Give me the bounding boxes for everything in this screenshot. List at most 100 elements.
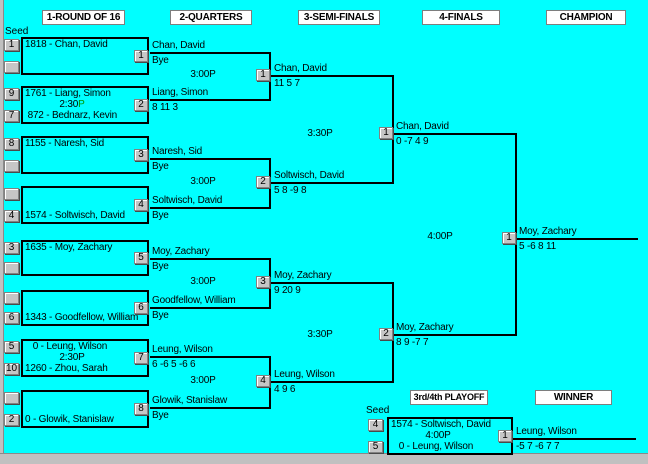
column-header-quarters: 2-QUARTERS <box>170 10 252 25</box>
match-box[interactable] <box>21 390 149 428</box>
champion-name: Moy, Zachary <box>519 226 577 237</box>
bracket-line <box>150 99 271 101</box>
match-number-button[interactable]: 4 <box>256 375 270 387</box>
bracket-entry-result: Bye <box>152 261 169 272</box>
match-number-button[interactable]: 1 <box>502 232 516 244</box>
bracket-line <box>150 52 271 54</box>
player-name: 872 - Bednarz, Kevin <box>25 110 118 121</box>
match-number-button[interactable]: 1 <box>379 127 393 139</box>
match-time: 2:30P <box>21 352 123 364</box>
seed-button[interactable] <box>4 392 19 404</box>
seed-button[interactable]: 8 <box>4 138 19 150</box>
bracket-connector <box>269 158 271 209</box>
seed-button[interactable]: 10 <box>4 363 19 375</box>
bracket-entry-result: 8 11 3 <box>152 102 178 113</box>
bracket-line <box>271 75 394 77</box>
seed-button[interactable] <box>4 188 19 200</box>
bracket-line <box>517 238 638 240</box>
seed-button[interactable]: 9 <box>4 88 19 100</box>
column-header-semi-finals: 3-SEMI-FINALS <box>298 10 380 25</box>
match-box[interactable] <box>21 240 149 276</box>
match-number-button[interactable]: 8 <box>134 403 148 415</box>
column-header-finals: 4-FINALS <box>422 10 500 25</box>
player-name: 0 - Leung, Wilson <box>25 341 108 352</box>
match-number-button[interactable]: 1 <box>256 69 270 81</box>
column-header-round-of-16: 1-ROUND OF 16 <box>42 10 125 25</box>
bracket-entry-name: Chan, David <box>274 63 327 74</box>
match-box[interactable] <box>21 339 149 377</box>
player-name: 1574 - Soltwisch, David <box>391 419 491 430</box>
bracket-entry-result: Bye <box>152 55 169 66</box>
bracket-entry-name: Leung, Wilson <box>152 344 213 355</box>
bracket-connector <box>392 75 394 184</box>
bracket-line <box>150 307 271 309</box>
playoff-winner-name: Leung, Wilson <box>516 426 577 437</box>
player-name: 1818 - Chan, David <box>25 39 108 50</box>
match-time: 3:00P <box>190 276 216 287</box>
seed-button[interactable]: 4 <box>368 419 383 431</box>
seed-button[interactable]: 5 <box>368 441 383 453</box>
bracket-connector <box>269 258 271 309</box>
match-time: 4:00P <box>427 231 453 242</box>
seed-button[interactable] <box>4 160 19 172</box>
seed-button[interactable]: 3 <box>4 242 19 254</box>
seed-button[interactable]: 2 <box>4 414 19 426</box>
seed-button[interactable] <box>4 61 19 73</box>
bottom-window-edge <box>0 453 648 464</box>
bracket-entry-result: 5 8 -9 8 <box>274 185 307 196</box>
match-box[interactable] <box>21 86 149 124</box>
bracket-entry-name: Moy, Zachary <box>152 246 210 257</box>
match-number-button[interactable]: 5 <box>134 252 148 264</box>
bracket-line <box>150 207 271 209</box>
match-time: 3:30P <box>307 128 333 139</box>
bracket-entry-name: Glowik, Stanislaw <box>152 395 227 406</box>
bracket-entry-result: 8 9 -7 7 <box>396 337 429 348</box>
seed-button[interactable]: 6 <box>4 312 19 324</box>
bracket-entry-name: Chan, David <box>396 121 449 132</box>
match-time: 3:30P <box>307 329 333 340</box>
match-number-button[interactable]: 4 <box>134 199 148 211</box>
match-number-button[interactable]: 3 <box>256 276 270 288</box>
bracket-line <box>394 334 517 336</box>
seed-button[interactable] <box>4 262 19 274</box>
match-number-button[interactable]: 1 <box>134 50 148 62</box>
match-time-value: 2:30 <box>59 99 79 110</box>
match-number-button[interactable]: 3 <box>134 149 148 161</box>
match-time-flag: P <box>78 99 85 110</box>
seed-button[interactable]: 5 <box>4 341 19 353</box>
bracket-line <box>271 182 394 184</box>
seed-button[interactable]: 7 <box>4 110 19 122</box>
bracket-line <box>394 133 517 135</box>
match-number-button[interactable]: 2 <box>134 99 148 111</box>
seed-button[interactable]: 4 <box>4 210 19 222</box>
column-header-playoff: 3rd/4th PLAYOFF <box>410 390 488 405</box>
match-number-button[interactable]: 7 <box>134 352 148 364</box>
match-box[interactable] <box>21 37 149 75</box>
seed-button[interactable] <box>4 292 19 304</box>
bracket-connector <box>269 356 271 409</box>
seed-button[interactable]: 1 <box>4 39 19 51</box>
bracket-entry-result: 4 9 6 <box>274 384 296 395</box>
match-number-button[interactable]: 2 <box>379 328 393 340</box>
bracket-line <box>150 356 271 358</box>
match-box[interactable] <box>21 186 149 224</box>
match-number-button[interactable]: 1 <box>498 430 512 442</box>
bracket-entry-name: Soltwisch, David <box>152 195 223 206</box>
match-number-button[interactable]: 2 <box>256 176 270 188</box>
match-number-button[interactable]: 6 <box>134 302 148 314</box>
bracket-line <box>150 158 271 160</box>
player-name: 1635 - Moy, Zachary <box>25 242 113 253</box>
bracket-line <box>150 258 271 260</box>
bracket-connector <box>515 133 517 336</box>
match-time: 3:00P <box>190 69 216 80</box>
column-header-champion: CHAMPION <box>546 10 626 25</box>
bracket-connector <box>392 282 394 383</box>
player-name: 1155 - Naresh, Sid <box>25 138 105 149</box>
bracket-entry-result: 9 20 9 <box>274 285 301 296</box>
player-name: 1761 - Liang, Simon <box>25 88 111 99</box>
playoff-match-box[interactable] <box>387 417 513 455</box>
seed-column-label: Seed <box>5 26 29 37</box>
match-box[interactable] <box>21 136 149 174</box>
match-box[interactable] <box>21 290 149 326</box>
bracket-entry-result: 0 -7 4 9 <box>396 136 429 147</box>
